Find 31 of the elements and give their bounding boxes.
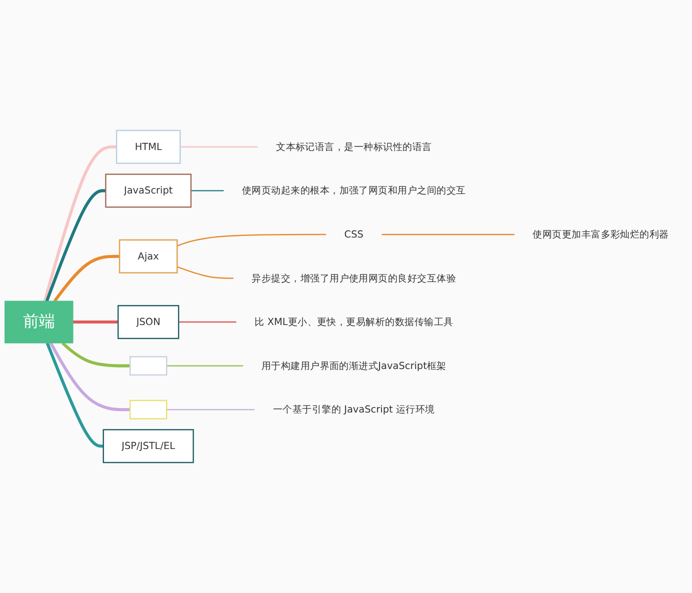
connector [190, 190, 224, 192]
node-box: 前端 [4, 300, 74, 344]
node-box: JavaScript [105, 174, 192, 208]
connector [45, 189, 106, 302]
connector [72, 320, 118, 324]
connector [178, 321, 236, 323]
connector [176, 266, 234, 279]
connector [166, 365, 244, 366]
node-text: 使网页更加丰富多彩灿烂的利器 [532, 228, 669, 240]
node-text: 文本标记语言，是一种标识性的语言 [276, 140, 432, 152]
connector [43, 145, 117, 302]
connector [53, 254, 120, 302]
connector [176, 234, 326, 246]
node-box [130, 356, 168, 376]
connector [180, 146, 258, 148]
connector [49, 342, 130, 412]
node-text: 使网页动起来的根本，加强了网页和用户之间的交互 [242, 184, 466, 196]
node-box: JSP/JSTL/EL [102, 429, 194, 464]
node-text: 比 XML更小、更快，更易解析的数据传输工具 [254, 316, 454, 328]
node-text: 一个基于引擎的 JavaScript 运行环境 [272, 404, 435, 416]
connector [62, 342, 130, 368]
connector [166, 409, 255, 410]
node-text: CSS [344, 228, 364, 240]
connector [382, 234, 514, 236]
node-box: Ajax [118, 239, 178, 274]
node-box: JSON [118, 305, 180, 340]
connector [46, 342, 104, 448]
node-text: 异步提交，增强了用户使用网页的良好交互体验 [252, 272, 456, 284]
node-text: 用于构建用户界面的渐进式JavaScript框架 [261, 360, 446, 372]
node-box [130, 400, 168, 420]
node-box: HTML [116, 130, 181, 164]
